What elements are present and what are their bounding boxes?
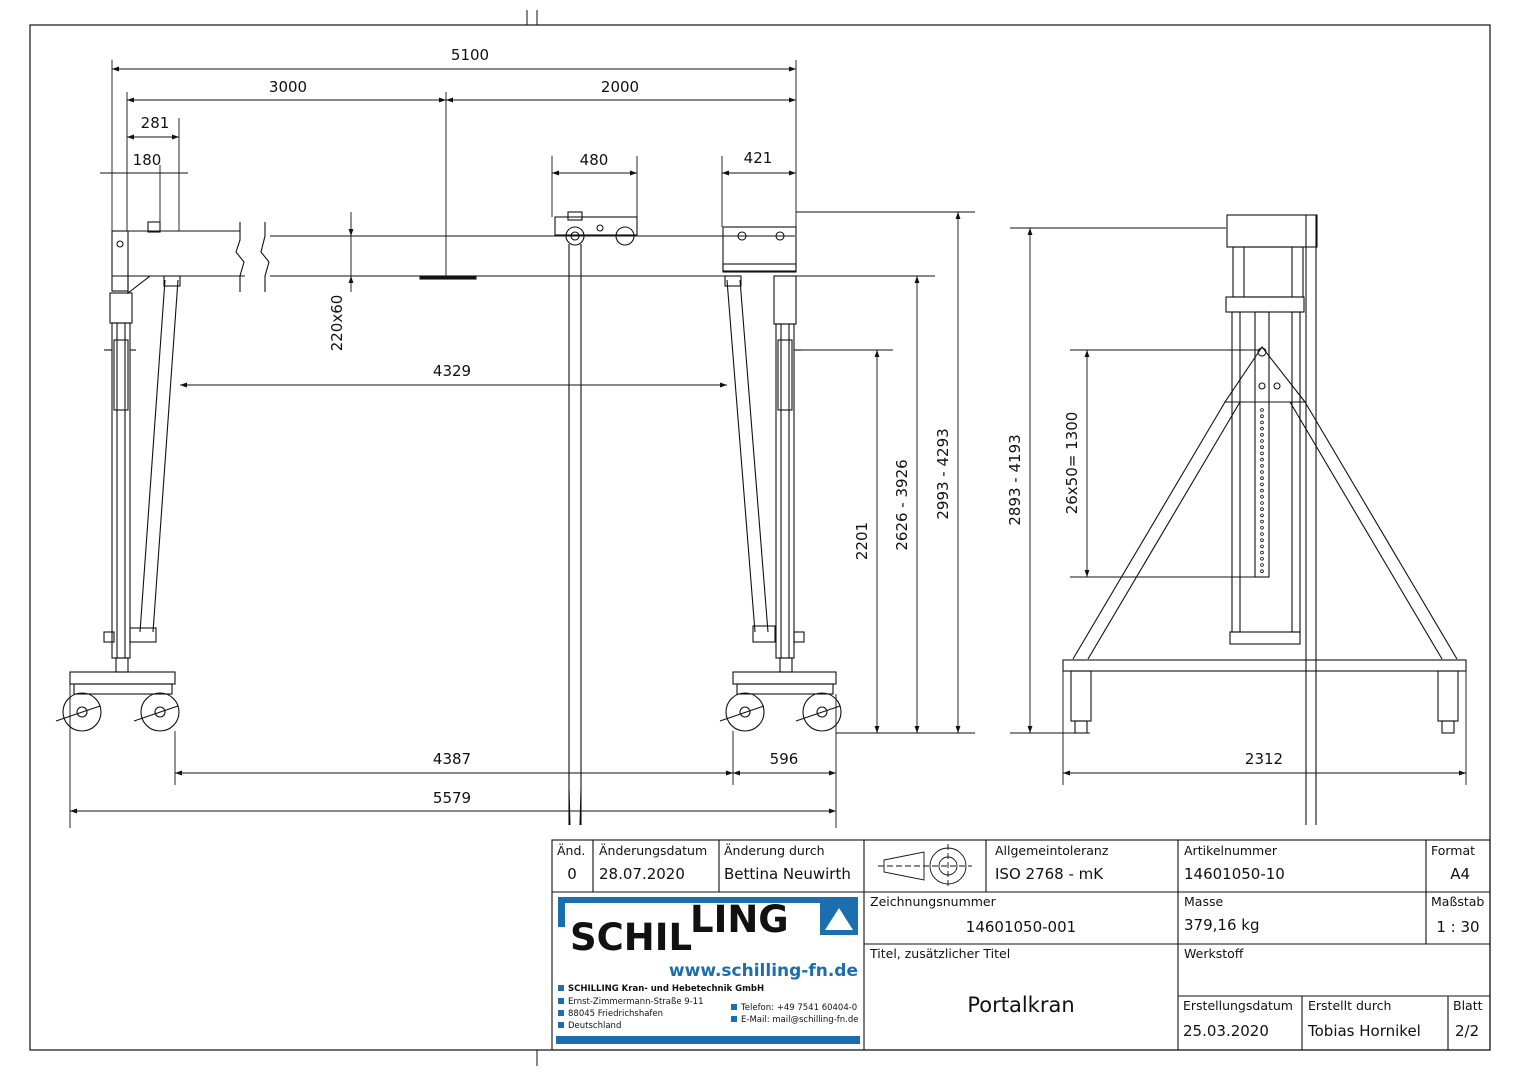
mast-hole <box>1260 408 1264 412</box>
change-date-value: 28.07.2020 <box>599 865 685 883</box>
gantry-side-view <box>1062 214 1467 825</box>
dim-2201: 2201 <box>853 522 871 560</box>
material-label: Werkstoff <box>1184 946 1244 961</box>
dimension-lines <box>69 60 1467 828</box>
mast-hole <box>1260 544 1264 549</box>
created-date-value: 25.03.2020 <box>1183 1022 1269 1040</box>
sheet-value: 2/2 <box>1455 1022 1479 1040</box>
mast-hole <box>1260 501 1264 505</box>
dim-480: 480 <box>580 151 609 169</box>
scale-label: Maßstab <box>1431 894 1484 909</box>
mast-hole <box>1260 420 1264 425</box>
dim-5100: 5100 <box>451 46 489 64</box>
logo-country: Deutschland <box>568 1021 621 1031</box>
logo-brand-left: SCHIL <box>570 916 692 959</box>
rev-value: 0 <box>567 865 577 883</box>
mast-hole <box>1260 519 1264 524</box>
dimension-labels: 5100 3000 2000 281 180 480 421 220x60 43… <box>133 46 1283 807</box>
mast-hole <box>1260 556 1264 561</box>
mast-hole <box>1260 525 1264 530</box>
mast-hole <box>1260 507 1264 512</box>
dim-26x50: 26x50= 1300 <box>1063 412 1081 515</box>
article-value: 14601050-10 <box>1184 865 1285 883</box>
mast-hole-pattern <box>1260 408 1264 573</box>
change-date-label: Änderungsdatum <box>599 843 707 858</box>
dim-2312: 2312 <box>1245 750 1283 768</box>
changed-by-value: Bettina Neuwirth <box>724 865 851 883</box>
mast-hole <box>1260 445 1264 450</box>
format-value: A4 <box>1450 865 1470 883</box>
article-label: Artikelnummer <box>1184 843 1278 858</box>
format-label: Format <box>1431 843 1475 858</box>
title-value: Portalkran <box>967 993 1074 1017</box>
changed-by-label: Änderung durch <box>724 843 825 858</box>
dim-421: 421 <box>744 149 773 167</box>
drawing-no-label: Zeichnungsnummer <box>870 894 997 909</box>
dim-2893-4193: 2893 - 4193 <box>1006 434 1024 525</box>
dim-596: 596 <box>770 750 799 768</box>
gantry-front-view <box>55 211 842 826</box>
title-label: Titel, zusätzlicher Titel <box>869 946 1010 961</box>
mast-hole <box>1260 482 1264 487</box>
mast-hole <box>1260 532 1264 536</box>
logo-phone: Telefon: +49 7541 60404-0 <box>740 1003 857 1013</box>
logo-company: SCHILLING Kran- und Hebetechnik GmbH <box>568 984 764 994</box>
mass-label: Masse <box>1184 894 1223 909</box>
mast-hole <box>1260 488 1264 493</box>
mast-hole <box>1260 451 1264 456</box>
sheet-label: Blatt <box>1453 998 1483 1013</box>
dim-2626-3926: 2626 - 3926 <box>893 459 911 550</box>
rev-label: Änd. <box>557 843 585 858</box>
drawing-no-value: 14601050-001 <box>966 918 1076 936</box>
created-date-label: Erstellungsdatum <box>1183 998 1293 1013</box>
scale-value: 1 : 30 <box>1436 918 1479 936</box>
dim-281: 281 <box>141 114 170 132</box>
mast-hole <box>1260 494 1264 499</box>
created-by-value: Tobias Hornikel <box>1307 1022 1421 1040</box>
mast-hole <box>1260 569 1264 573</box>
projection-symbol-icon <box>878 844 972 888</box>
dim-4387: 4387 <box>433 750 471 768</box>
mast-hole <box>1260 432 1264 437</box>
created-by-label: Erstellt durch <box>1308 998 1391 1013</box>
logo-brand-right: LING <box>690 898 789 941</box>
logo-street: Ernst-Zimmermann-Straße 9-11 <box>568 997 704 1007</box>
mast-hole <box>1260 550 1264 555</box>
mast-hole <box>1260 470 1264 474</box>
dim-180: 180 <box>133 151 162 169</box>
logo-website: www.schilling-fn.de <box>669 961 858 981</box>
tolerance-value: ISO 2768 - mK <box>995 865 1104 883</box>
title-block: Änd. 0 Änderungsdatum 28.07.2020 Änderun… <box>551 839 1491 1051</box>
mast-hole <box>1260 439 1264 443</box>
dim-5579: 5579 <box>433 789 471 807</box>
mast-hole <box>1260 457 1264 462</box>
logo-email: E-Mail: mail@schilling-fn.de <box>741 1015 858 1025</box>
mast-hole <box>1260 513 1264 518</box>
logo-city: 88045 Friedrichshafen <box>568 1009 663 1019</box>
tolerance-label: Allgemeintoleranz <box>995 843 1109 858</box>
dim-4329: 4329 <box>433 362 471 380</box>
dim-2993-4293: 2993 - 4293 <box>934 428 952 519</box>
dim-220x60: 220x60 <box>328 295 346 352</box>
mast-hole <box>1260 563 1264 567</box>
mass-value: 379,16 kg <box>1184 916 1259 934</box>
mast-hole <box>1260 476 1264 481</box>
schilling-logo: SCHIL LING www.schilling-fn.de SCHILLING… <box>556 897 860 1044</box>
mast-hole <box>1260 538 1264 542</box>
mast-hole <box>1260 426 1264 431</box>
mast-hole <box>1260 414 1264 419</box>
mast-hole <box>1260 463 1264 468</box>
dim-2000: 2000 <box>601 78 639 96</box>
dim-3000: 3000 <box>269 78 307 96</box>
